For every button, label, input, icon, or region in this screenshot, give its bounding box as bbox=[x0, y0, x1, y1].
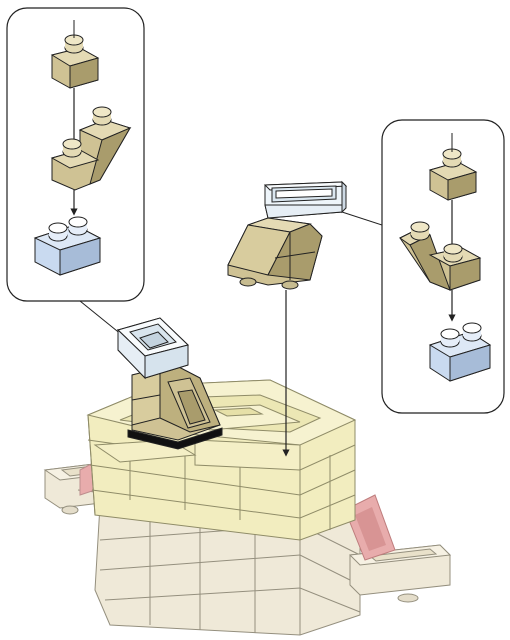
left-tan-slope-block bbox=[127, 364, 223, 450]
right-white-flat-brick bbox=[263, 180, 348, 219]
right-subassembly bbox=[227, 180, 348, 290]
callout-right-light-blue-brick-1x2 bbox=[428, 322, 492, 382]
base-right-arm bbox=[344, 494, 452, 603]
base-model bbox=[43, 379, 452, 636]
left-subassembly bbox=[117, 317, 223, 450]
callout-right-pointer bbox=[341, 211, 383, 226]
callout-right-tan-brick-1x1 bbox=[428, 133, 478, 201]
left-white-open-brick bbox=[117, 317, 189, 380]
callout-left-tan-brick-1x1 bbox=[50, 20, 100, 89]
base-top-layers bbox=[86, 379, 357, 541]
right-tan-angled-block bbox=[227, 217, 323, 290]
callout-left-light-blue-brick-1x2 bbox=[33, 216, 102, 276]
callout-left-tan-slope-brick bbox=[50, 106, 132, 191]
callout-right bbox=[381, 119, 505, 414]
callout-right-tan-slope-brick bbox=[399, 221, 482, 291]
callout-left bbox=[6, 7, 145, 302]
callout-left-pointer bbox=[79, 300, 123, 336]
